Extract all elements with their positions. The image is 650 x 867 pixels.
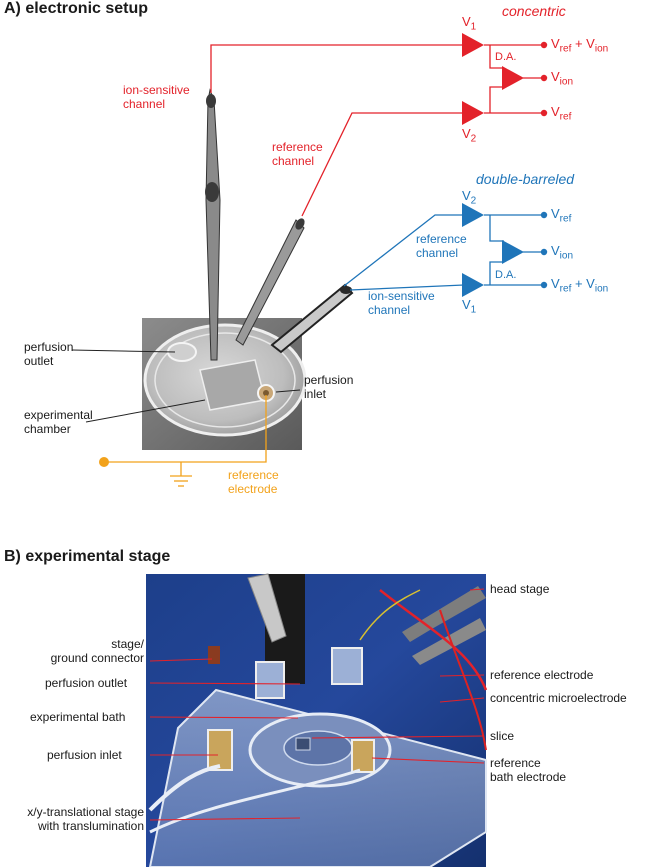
concentric-da-label: D.A. [495, 51, 517, 63]
perfusion-inlet-b-label: perfusion inlet [47, 748, 122, 762]
electronic-setup-diagram [71, 33, 548, 487]
experimental-chamber-label: experimental chamber [24, 408, 93, 436]
reference-electrode-b-label: reference electrode [490, 668, 594, 682]
double-ion-label: ion-sensitive channel [368, 289, 435, 317]
concentric-circuit [210, 44, 544, 217]
experimental-bath-label: experimental bath [30, 710, 126, 724]
diff-amp-blue-icon [502, 240, 524, 264]
stage-ground-connector-label: stage/ ground connector [50, 637, 144, 665]
concentric-out-mid: Vion [551, 69, 574, 88]
double-v1-label: V1 [462, 297, 477, 316]
panel-b-title: B) experimental stage [4, 548, 171, 565]
double-out-top: Vref [551, 206, 572, 225]
head-stage-label: head stage [490, 582, 550, 596]
amp-v1-blue-icon [462, 273, 484, 297]
double-barreled-amplifiers [462, 203, 548, 297]
concentric-out-top: Vref + Vion [551, 36, 609, 55]
photo-leaders [71, 349, 301, 423]
concentric-heading: concentric [502, 3, 566, 19]
amp-v1-icon [462, 33, 484, 57]
double-reference-label: reference channel [416, 232, 467, 260]
electrodes [205, 88, 354, 361]
double-da-label: D.A. [495, 269, 517, 281]
double-out-mid: Vion [551, 243, 574, 262]
concentric-v2-label: V2 [462, 126, 477, 145]
reference-electrode-circuit [108, 395, 267, 487]
reference-electrode-label: reference electrode [228, 468, 279, 496]
xy-stage-label: x/y-translational stage with translumina… [27, 805, 144, 833]
double-v2-label: V2 [462, 188, 477, 207]
concentric-microelectrode-label: concentric microelectrode [490, 691, 627, 705]
double-barreled-circuit [343, 214, 544, 291]
reference-bath-electrode-label: reference bath electrode [490, 756, 567, 784]
concentric-out-bottom: Vref [551, 104, 572, 123]
perfusion-inlet-label: perfusion inlet [304, 373, 354, 401]
diff-amp-icon [502, 66, 524, 90]
amp-v2-icon [462, 101, 484, 125]
dish-photo [142, 318, 307, 450]
panel-b-leaders [149, 588, 485, 821]
concentric-v1-label: V1 [462, 14, 477, 33]
double-out-bottom: Vref + Vion [551, 276, 609, 295]
concentric-reference-label: reference channel [272, 140, 323, 168]
slice-label: slice [490, 729, 515, 743]
amp-v2-blue-icon [462, 203, 484, 227]
panel-a-title: A) electronic setup [4, 0, 149, 17]
perfusion-outlet-b-label: perfusion outlet [45, 676, 128, 690]
concentric-amplifiers [462, 33, 548, 125]
perfusion-outlet-label: perfusion outlet [24, 340, 74, 368]
double-barreled-heading: double-barreled [476, 171, 575, 187]
ground-terminal-icon [99, 457, 109, 467]
experimental-stage-photo [146, 573, 488, 867]
concentric-ion-label: ion-sensitive channel [123, 83, 190, 111]
